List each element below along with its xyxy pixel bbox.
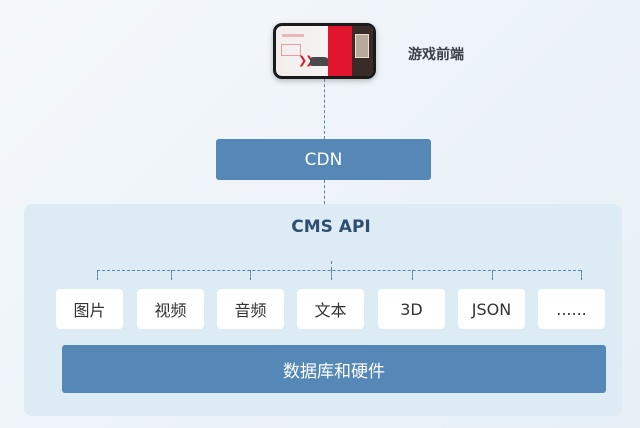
bracket-line bbox=[97, 270, 581, 271]
bracket-tick bbox=[171, 270, 172, 280]
screen-red-stripe bbox=[328, 26, 352, 76]
bracket-tick bbox=[97, 270, 98, 280]
phone-mockup: ❯❯ bbox=[273, 23, 376, 79]
cms-api-title: CMS API bbox=[291, 217, 371, 237]
frontend-label: 游戏前端 bbox=[408, 47, 464, 63]
item-3d: 3D bbox=[378, 289, 445, 329]
item-more: ...... bbox=[538, 289, 605, 329]
bracket-tick bbox=[331, 270, 332, 280]
cdn-box: CDN bbox=[216, 139, 431, 180]
item-text: 文本 bbox=[297, 289, 364, 329]
item-image: 图片 bbox=[56, 289, 123, 329]
phone-screen: ❯❯ bbox=[276, 26, 373, 76]
picture-frame-icon bbox=[355, 34, 369, 58]
bracket-tick bbox=[581, 270, 582, 280]
car-icon bbox=[310, 57, 330, 66]
bracket-tick bbox=[412, 270, 413, 280]
item-audio: 音频 bbox=[217, 289, 284, 329]
database-hardware-bar: 数据库和硬件 bbox=[62, 345, 606, 393]
bracket-tick bbox=[492, 270, 493, 280]
screen-title-graphic bbox=[282, 34, 304, 37]
item-json: JSON bbox=[458, 289, 525, 329]
screen-box-graphic bbox=[281, 44, 301, 56]
bracket-tick bbox=[250, 270, 251, 280]
connector-api-bracket bbox=[331, 261, 332, 270]
connector-phone-cdn bbox=[324, 79, 325, 139]
connector-cdn-api bbox=[324, 180, 325, 204]
item-video: 视频 bbox=[137, 289, 204, 329]
